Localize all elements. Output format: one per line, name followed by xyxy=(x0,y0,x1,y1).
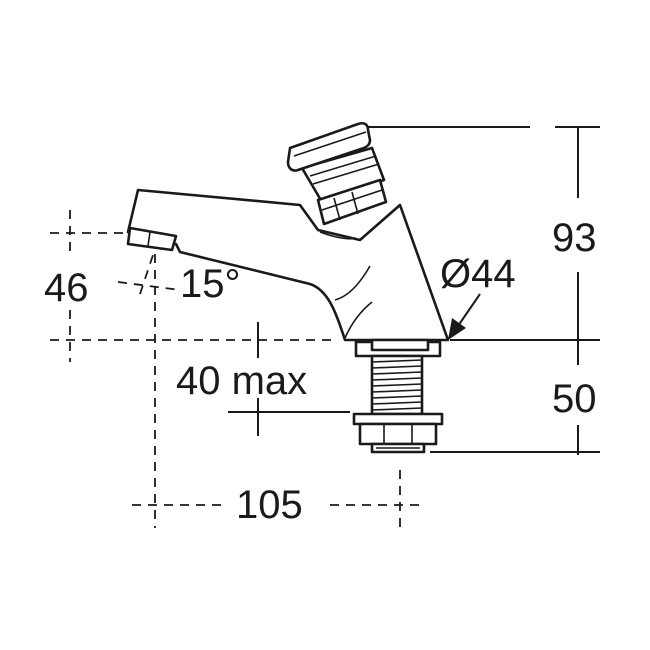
dimension-50-label: 50 xyxy=(552,377,597,421)
dimension-93-label: 93 xyxy=(552,216,597,260)
cap-line xyxy=(293,131,367,157)
spout-15-angle xyxy=(117,238,181,528)
angle-line xyxy=(137,239,159,301)
tap-body xyxy=(126,121,450,454)
diameter-leader-line xyxy=(457,293,481,327)
collar-line-1 xyxy=(309,155,377,177)
reach-105-label: 105 xyxy=(236,483,303,527)
push-button-cap xyxy=(286,121,372,172)
spout-and-body xyxy=(126,188,450,342)
thread-lines xyxy=(371,359,423,411)
angle-arc-line xyxy=(117,281,181,291)
dimension-46-label: 46 xyxy=(44,266,89,310)
ring-notch-2 xyxy=(351,191,359,215)
backnut xyxy=(358,422,438,446)
collar-line-2 xyxy=(312,163,380,185)
outlet-detail xyxy=(147,231,151,247)
ring-notch-1 xyxy=(333,197,341,221)
reach-105-dimension xyxy=(132,470,420,528)
body-curve-3 xyxy=(344,301,373,339)
upper-nut xyxy=(370,338,430,352)
body-curve-1 xyxy=(319,231,357,240)
deck-40-max-label: 40 max xyxy=(176,359,307,403)
ring-line-1 xyxy=(321,189,383,211)
diameter-leader xyxy=(448,293,481,340)
diameter-44-label: Ø44 xyxy=(440,252,516,296)
button-ring xyxy=(316,178,388,226)
spout-outlet xyxy=(126,226,178,252)
angle-15-label: 15° xyxy=(180,262,241,306)
spout-46-dimension xyxy=(50,210,160,362)
height-93-dimension xyxy=(368,126,600,340)
body-curve-2 xyxy=(334,265,371,301)
height-50-dimension xyxy=(430,340,600,455)
diameter-arrowhead xyxy=(448,318,466,340)
lower-washer xyxy=(352,412,444,426)
